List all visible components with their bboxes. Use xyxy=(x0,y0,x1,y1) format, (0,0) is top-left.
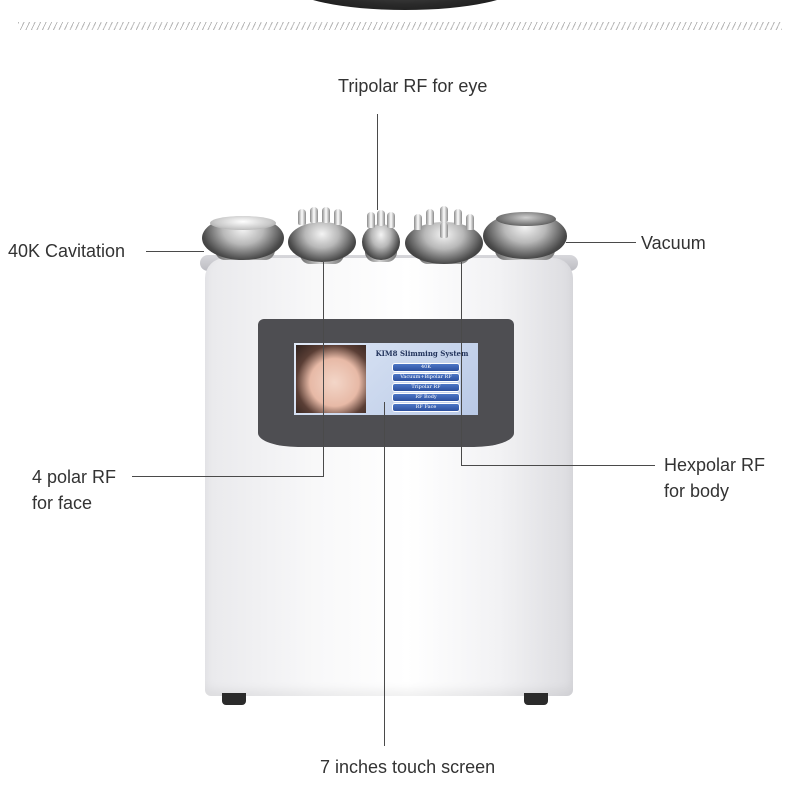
label-vacuum: Vacuum xyxy=(641,233,706,253)
hatched-divider xyxy=(18,22,782,30)
leader-line-hexpolar-horizontal xyxy=(461,465,655,466)
screen-menu-item-rf-face[interactable]: RF Face xyxy=(392,403,460,412)
label-hexpolar-rf-line1: Hexpolar RF xyxy=(664,455,766,475)
label-four-polar-rf-line2: for face xyxy=(32,493,93,513)
leader-line-hexpolar-vertical xyxy=(461,262,462,465)
top-decoration xyxy=(290,0,520,10)
label-hexpolar-rf-line2: for body xyxy=(664,481,730,501)
label-four-polar-rf-line1: 4 polar RF xyxy=(32,467,117,487)
leader-line-vacuum xyxy=(566,242,636,243)
leader-line-touch-screen xyxy=(384,402,385,746)
leader-line-cavitation xyxy=(146,251,204,252)
screen-menu-item-vacuum-bipolar[interactable]: Vacuum+Bipolar RF xyxy=(392,373,460,382)
label-tripolar-rf-eye: Tripolar RF for eye xyxy=(338,76,488,96)
device-foot-right xyxy=(524,693,548,705)
leader-line-four-polar-vertical xyxy=(323,262,324,476)
screen-menu-item-tripolar[interactable]: Tripolar RF xyxy=(392,383,460,392)
model-face-image xyxy=(296,345,366,413)
leader-line-tripolar xyxy=(377,114,378,210)
leader-line-four-polar-horizontal xyxy=(132,476,324,477)
screen-title: KIM8 Slimming System xyxy=(375,349,469,358)
screen-menu-item-rf-body[interactable]: RF Body xyxy=(392,393,460,402)
label-40k-cavitation: 40K Cavitation xyxy=(8,241,126,261)
label-touch-screen: 7 inches touch screen xyxy=(320,757,496,777)
screen-menu-item-40k[interactable]: 40K xyxy=(392,363,460,372)
device-foot-left xyxy=(222,693,246,705)
